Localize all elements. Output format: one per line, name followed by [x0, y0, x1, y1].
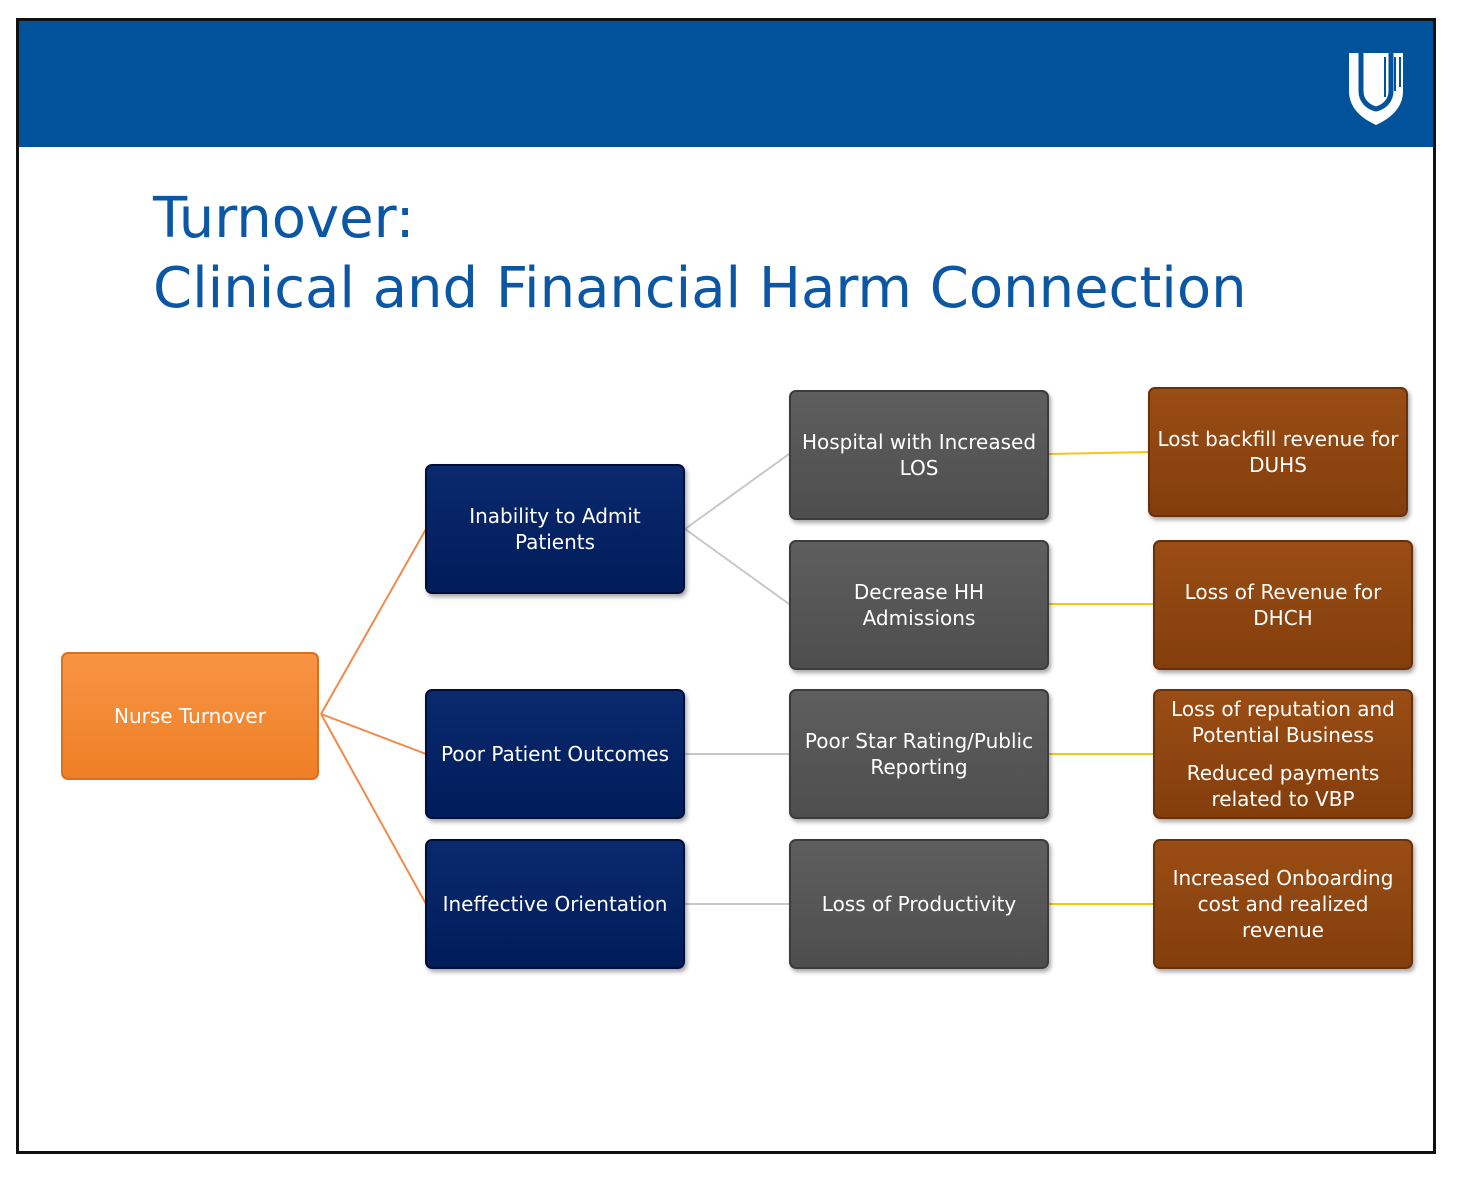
node-label-line-1: Loss of reputation and: [1171, 697, 1395, 721]
node-label: Nurse Turnover: [114, 704, 266, 728]
shield-logo-icon: [1349, 53, 1403, 125]
node-label-line-1: Increased Onboarding: [1172, 866, 1394, 890]
node-hospital-increased-los: Hospital with Increased LOS: [789, 390, 1049, 520]
diagram-connectors: [320, 451, 1153, 905]
slide-title-line-2: Clinical and Financial Harm Connection: [153, 256, 1247, 321]
node-nurse-turnover: Nurse Turnover: [61, 652, 319, 780]
node-loss-of-reputation: Loss of reputation and Potential Busines…: [1153, 689, 1413, 819]
node-label-line-3: Reduced payments: [1186, 761, 1380, 785]
node-label-line-1: Lost backfill revenue for: [1157, 427, 1399, 451]
slide-title-line-1: Turnover:: [153, 186, 415, 251]
node-label-line-2: cost and realized revenue: [1197, 892, 1369, 942]
node-poor-star-rating: Poor Star Rating/Public Reporting: [789, 689, 1049, 819]
node-increased-onboarding-cost: Increased Onboarding cost and realized r…: [1153, 839, 1413, 969]
node-label-line-1: Hospital with Increased: [801, 430, 1037, 454]
node-label-line-1: Decrease HH Admissions: [853, 580, 985, 630]
node-loss-of-productivity: Loss of Productivity: [789, 839, 1049, 969]
node-label-line-2: Potential Business: [1191, 723, 1375, 747]
node-label-line-2: Reporting: [870, 755, 968, 779]
node-label: Inability to Admit Patients: [469, 504, 641, 554]
node-label-line-4: related to VBP: [1211, 787, 1355, 811]
node-decrease-hh-admissions: Decrease HH Admissions: [789, 540, 1049, 670]
slide: Turnover: Clinical and Financial Harm Co…: [16, 18, 1436, 1154]
node-inability-to-admit-patients: Inability to Admit Patients: [425, 464, 685, 594]
connector-root-to-outcomes: [320, 713, 427, 755]
node-label: Poor Patient Outcomes: [440, 742, 670, 766]
connector-root-to-orientation: [320, 713, 427, 905]
connector-root-to-admit: [320, 528, 427, 715]
node-ineffective-orientation: Ineffective Orientation: [425, 839, 685, 969]
node-loss-of-revenue-dhch: Loss of Revenue for DHCH: [1153, 540, 1413, 670]
node-label-line-1: Poor Star Rating/Public: [804, 729, 1034, 753]
connector-admit-to-los: [684, 453, 790, 530]
node-label-line-2: LOS: [899, 456, 939, 480]
node-label-line-1: Loss of Productivity: [821, 892, 1017, 916]
node-poor-patient-outcomes: Poor Patient Outcomes: [425, 689, 685, 819]
connector-admit-to-hh: [684, 528, 790, 605]
node-label-line-2: DUHS: [1249, 453, 1307, 477]
node-lost-backfill-revenue: Lost backfill revenue for DUHS: [1148, 387, 1408, 517]
node-label-line-1: Loss of Revenue for DHCH: [1184, 580, 1382, 630]
node-label: Ineffective Orientation: [442, 892, 668, 916]
connector-los-to-backfill: [1048, 451, 1149, 455]
header-bar: [19, 21, 1433, 147]
